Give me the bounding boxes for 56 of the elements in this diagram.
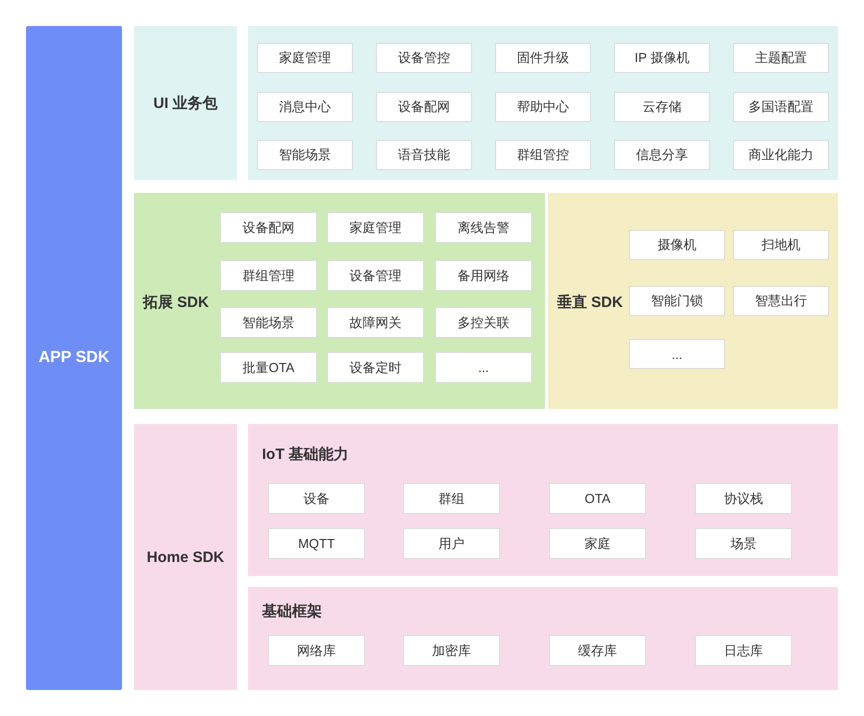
feature-tile: 日志库 [695, 635, 792, 666]
feature-tile: 帮助中心 [495, 92, 591, 122]
feature-tile: 设备配网 [376, 92, 472, 122]
feature-tile: 固件升级 [495, 43, 591, 73]
feature-tile: 设备 [268, 483, 365, 514]
feature-tile: 信息分享 [614, 140, 710, 170]
layer-panel [248, 587, 838, 690]
layer-label-panel: Home SDK [134, 424, 237, 690]
feature-tile: 加密库 [403, 635, 500, 666]
feature-tile: 多控关联 [435, 307, 532, 338]
feature-tile: 设备配网 [220, 212, 317, 243]
section-title: 拓展 SDK [143, 293, 209, 312]
layer-panel [248, 26, 838, 180]
feature-tile: 商业化能力 [733, 140, 829, 170]
feature-tile: 智能场景 [257, 140, 353, 170]
feature-tile: 用户 [403, 528, 500, 559]
feature-tile: OTA [549, 483, 646, 514]
feature-tile: 场景 [695, 528, 792, 559]
feature-tile: 群组管理 [220, 260, 317, 291]
feature-tile: 家庭管理 [327, 212, 424, 243]
feature-tile: 群组管控 [495, 140, 591, 170]
feature-tile: 扫地机 [733, 230, 829, 260]
layer-panel [548, 193, 838, 409]
feature-tile: 故障网关 [327, 307, 424, 338]
feature-tile: 消息中心 [257, 92, 353, 122]
feature-tile: ... [435, 352, 532, 383]
feature-tile: 设备管控 [376, 43, 472, 73]
layer-panel [134, 193, 545, 409]
feature-tile: 批量OTA [220, 352, 317, 383]
sdk-bar: APP SDK [26, 26, 122, 690]
feature-tile: 家庭管理 [257, 43, 353, 73]
section-title: IoT 基础能力 [262, 445, 349, 464]
feature-tile: MQTT [268, 528, 365, 559]
feature-tile: 智能门锁 [629, 286, 725, 316]
layer-panel [248, 424, 838, 576]
feature-tile: 摄像机 [629, 230, 725, 260]
feature-tile: 备用网络 [435, 260, 532, 291]
layer-label-panel: UI 业务包 [134, 26, 237, 180]
feature-tile: 家庭 [549, 528, 646, 559]
feature-tile: 群组 [403, 483, 500, 514]
section-title: 基础框架 [262, 602, 322, 621]
feature-tile: 设备定时 [327, 352, 424, 383]
feature-tile: ... [629, 339, 725, 369]
section-title: 垂直 SDK [557, 293, 623, 312]
feature-tile: 智慧出行 [733, 286, 829, 316]
feature-tile: 离线告警 [435, 212, 532, 243]
feature-tile: 语音技能 [376, 140, 472, 170]
feature-tile: 智能场景 [220, 307, 317, 338]
feature-tile: 设备管理 [327, 260, 424, 291]
feature-tile: 多国语配置 [733, 92, 829, 122]
feature-tile: 缓存库 [549, 635, 646, 666]
feature-tile: IP 摄像机 [614, 43, 710, 73]
feature-tile: 云存储 [614, 92, 710, 122]
feature-tile: 主题配置 [733, 43, 829, 73]
feature-tile: 协议栈 [695, 483, 792, 514]
feature-tile: 网络库 [268, 635, 365, 666]
